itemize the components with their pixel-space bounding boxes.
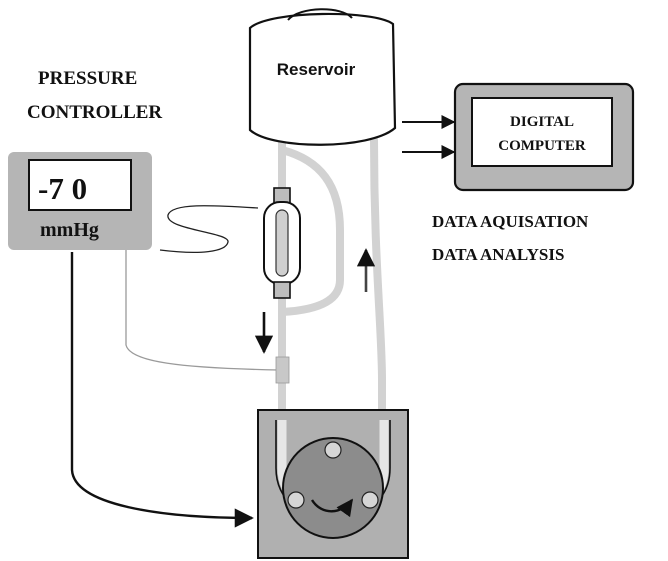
gauge-value: -7 0 [38, 171, 87, 206]
gauge-unit: mmHg [40, 219, 99, 241]
ascending-tube [370, 136, 386, 444]
gauge-display [28, 159, 132, 211]
roller-pump [257, 409, 409, 559]
reservoir-label: Reservoir [277, 60, 356, 79]
pump-rotor [282, 437, 384, 539]
data-analysis-label: DATA ANALYSIS [432, 245, 564, 264]
roller-top [324, 441, 342, 459]
digital-computer: DIGITAL COMPUTER [453, 82, 635, 192]
sensor-wire [125, 250, 279, 371]
chamber-bottom-cap [273, 281, 291, 299]
computer-screen [471, 97, 613, 167]
roller-right [361, 491, 379, 509]
wires [70, 205, 279, 528]
reservoir: Reservoir [248, 8, 397, 146]
transducer-wire [159, 205, 259, 254]
roller-left [287, 491, 305, 509]
data-acquisition-label: DATA AQUISATION [432, 212, 589, 231]
chamber-vessel [275, 209, 289, 277]
organ-chamber [263, 187, 301, 299]
control-wire [70, 252, 254, 528]
rotation-arrow [310, 498, 353, 518]
computer-label-line2: COMPUTER [498, 138, 586, 154]
pressure-gauge: -7 0 mmHg [8, 152, 152, 250]
bypass-loop [278, 146, 344, 316]
reservoir-top-loop [287, 8, 353, 21]
pressure-controller-label-line1: PRESSURE [38, 68, 137, 89]
computer-label-line1: DIGITAL [510, 114, 574, 130]
pressure-sensor-port [275, 356, 290, 384]
pressure-controller-label-line2: CONTROLLER [27, 102, 162, 123]
reservoir-bag [248, 12, 397, 146]
